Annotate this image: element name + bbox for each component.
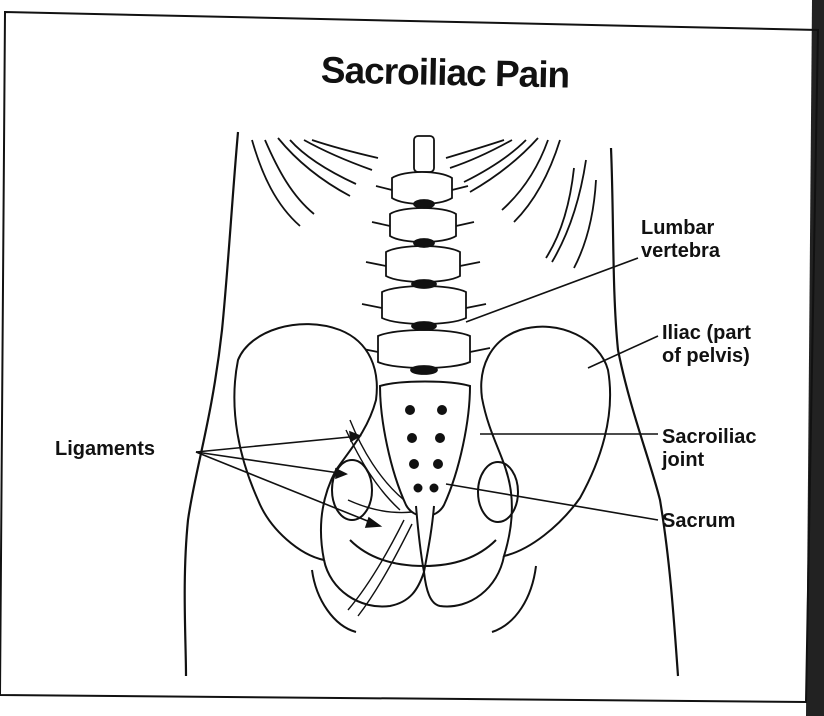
label-lumbar-line2: vertebra [641, 240, 720, 263]
label-lumbar-vertebra: Lumbar vertebra [641, 217, 720, 263]
label-iliac-line2: of pelvis) [662, 345, 751, 368]
arrowhead-ligament-2 [336, 469, 346, 478]
label-lumbar-line1: Lumbar [641, 217, 720, 240]
lumbar-spine [358, 136, 490, 374]
arrowhead-ligament-3 [366, 518, 380, 527]
label-ligaments: Ligaments [55, 438, 155, 461]
sacrum [380, 382, 470, 573]
label-iliac-line1: Iliac (part [662, 322, 751, 345]
label-sacrum: Sacrum [662, 510, 735, 533]
leader-lumbar [466, 258, 638, 322]
scan-shadow [806, 0, 824, 716]
label-sacroiliac-joint: Sacroiliac joint [662, 426, 757, 472]
label-iliac: Iliac (part of pelvis) [662, 322, 751, 368]
label-sacroiliac-line1: Sacroiliac [662, 426, 757, 449]
label-sacroiliac-line2: joint [662, 449, 757, 472]
